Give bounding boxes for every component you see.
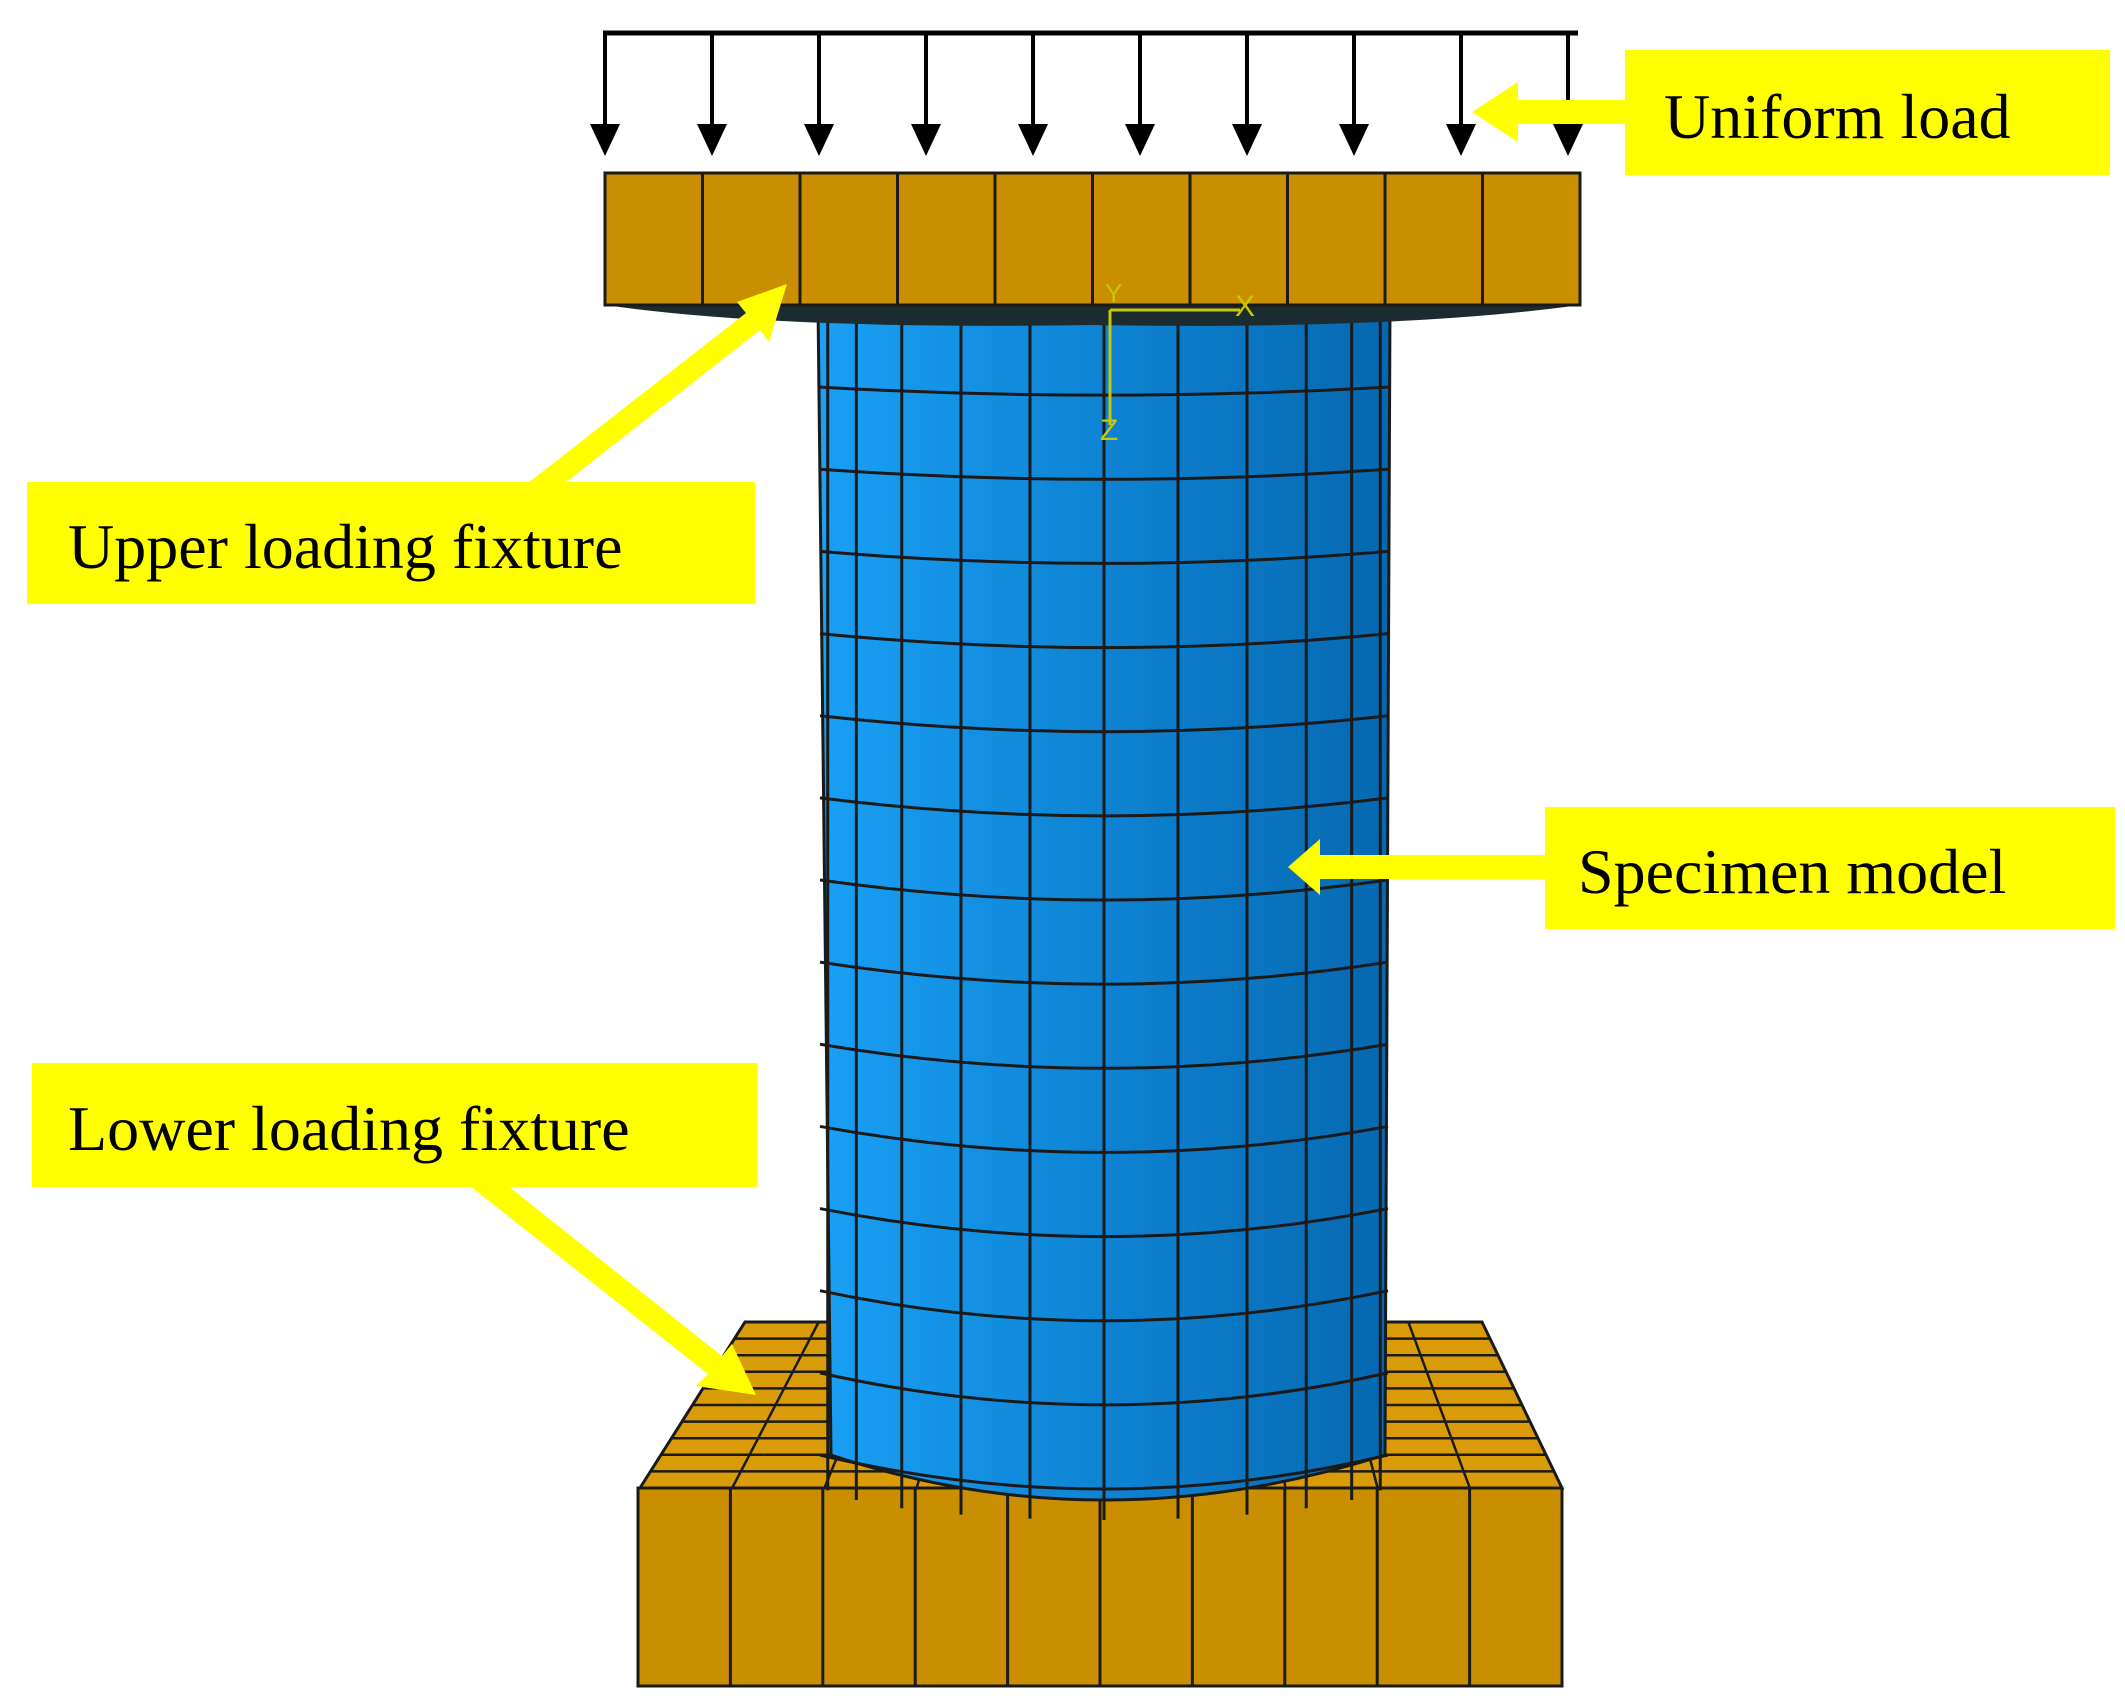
specimen-mesh-line-horizontal	[819, 1042, 1389, 1070]
specimen-mesh-line-horizontal	[819, 1207, 1389, 1239]
specimen-mesh-line-horizontal	[819, 796, 1389, 818]
specimen-mesh-grid	[819, 305, 1389, 1520]
uniform-load-arrows	[590, 30, 1583, 156]
specimen-pointer-arrow	[1288, 839, 1545, 895]
specimen-mesh-line-horizontal	[819, 632, 1389, 650]
lower-fixture-top-mesh-line	[731, 1321, 820, 1489]
load-arrow	[804, 33, 834, 156]
specimen-mesh-line-horizontal	[819, 549, 1389, 565]
load-arrow	[1339, 33, 1369, 156]
load-arrow	[1446, 33, 1476, 156]
lower-fixture-front-grid	[728, 1488, 1472, 1686]
load-arrow	[1553, 33, 1583, 156]
specimen-mesh-line-horizontal	[819, 1124, 1389, 1154]
specimen-mesh-line-horizontal	[819, 960, 1389, 986]
lower-fixture-top-mesh-line	[1407, 1321, 1471, 1489]
load-arrow	[1232, 33, 1262, 156]
load-arrow	[590, 33, 620, 156]
callout-upper-fixture-text: Upper loading fixture	[68, 511, 623, 582]
specimen-mesh-line-horizontal	[819, 1453, 1389, 1491]
upper-fixture-mesh-grid	[701, 173, 1484, 305]
specimen-mesh-line-horizontal	[819, 714, 1389, 734]
callout-uniform-load-text: Uniform load	[1664, 81, 2011, 152]
load-arrow	[1125, 33, 1155, 156]
axis-z-label: Z	[1100, 414, 1118, 447]
callout-lower-fixture: Lower loading fixture	[32, 1063, 757, 1187]
specimen-mesh-line-horizontal	[819, 1371, 1389, 1407]
uniform-load-pointer-arrow	[1472, 82, 1625, 142]
specimen-cylinder	[816, 303, 1392, 1520]
load-arrow	[911, 33, 941, 156]
axis-y-label: Y	[1105, 278, 1122, 308]
load-arrow	[697, 33, 727, 156]
load-arrow	[1018, 33, 1048, 156]
lower-fixture-pointer-arrow	[470, 1167, 756, 1395]
axis-triad: Y X Z	[1100, 278, 1255, 447]
callout-uniform-load: Uniform load	[1625, 50, 2110, 175]
callout-arrows	[470, 82, 1625, 1395]
specimen-mesh-line-horizontal	[819, 385, 1389, 397]
upper-fixture-bottom-shadow	[605, 305, 1580, 326]
upper-fixture-pointer-arrow	[519, 284, 787, 508]
specimen-mesh-line-horizontal	[819, 467, 1389, 481]
specimen-mesh-line-horizontal	[819, 1289, 1389, 1323]
callout-specimen: Specimen model	[1545, 807, 2115, 929]
upper-loading-fixture	[603, 171, 1582, 326]
callout-upper-fixture: Upper loading fixture	[27, 482, 755, 604]
callout-lower-fixture-text: Lower loading fixture	[68, 1093, 630, 1164]
axis-x-label: X	[1235, 290, 1255, 323]
callout-specimen-text: Specimen model	[1578, 836, 2006, 907]
specimen-mesh-line-horizontal	[819, 878, 1389, 902]
